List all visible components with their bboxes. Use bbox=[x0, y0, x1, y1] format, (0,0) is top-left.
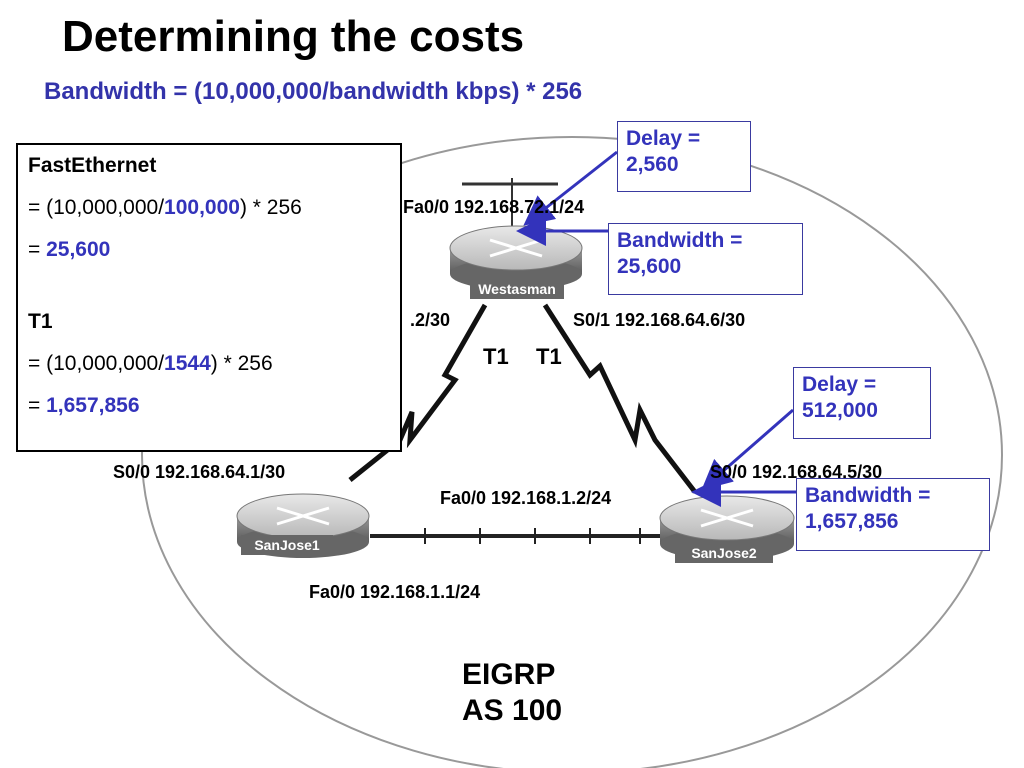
fastethernet-result: = 25,600 bbox=[28, 238, 111, 261]
router-label-sanjose2: SanJose2 bbox=[675, 543, 773, 563]
westasman-lan-segment bbox=[462, 178, 558, 232]
callout-delay-sanjose2: Delay = 512,000 bbox=[793, 367, 931, 439]
fastethernet-heading: FastEthernet bbox=[28, 154, 157, 177]
router-label-sanjose1: SanJose1 bbox=[241, 535, 333, 555]
sanjose2-fa0-label: Fa0/0 192.168.1.2/24 bbox=[440, 488, 612, 508]
bandwidth-formula: Bandwidth = (10,000,000/bandwidth kbps) … bbox=[44, 78, 583, 105]
westasman-s01-label: S0/1 192.168.64.6/30 bbox=[573, 310, 746, 330]
westasman-fa0-label: Fa0/0 192.168.72.1/24 bbox=[403, 197, 585, 217]
router-sanjose2 bbox=[659, 495, 795, 560]
t1-link-right bbox=[542, 303, 697, 494]
t1-result: = 1,657,856 bbox=[28, 394, 140, 417]
callout-delay-westasman: Delay = 2,560 bbox=[617, 121, 751, 192]
eigrp-as-label: EIGRP AS 100 bbox=[462, 658, 563, 727]
westasman-s00-label: .2/30 bbox=[410, 310, 451, 330]
cost-calculation-box: FastEthernet = (10,000,000/100,000) * 25… bbox=[16, 143, 402, 452]
t1-left-label: T1 bbox=[483, 344, 509, 369]
callout-bandwidth-sanjose2: Bandwidth = 1,657,856 bbox=[796, 478, 990, 551]
arrow-delay-right bbox=[701, 408, 794, 490]
fastethernet-formula: = (10,000,000/100,000) * 256 bbox=[28, 196, 302, 219]
sanjose2-s00-label: S0/0 192.168.64.5/30 bbox=[710, 462, 883, 482]
sanjose-lan-segment bbox=[370, 528, 660, 544]
sanjose1-s00-label: S0/0 192.168.64.1/30 bbox=[113, 462, 286, 482]
t1-heading: T1 bbox=[28, 310, 53, 333]
arrow-delay-top bbox=[523, 150, 618, 226]
t1-formula: = (10,000,000/1544) * 256 bbox=[28, 352, 273, 375]
slide-title: Determining the costs bbox=[62, 12, 525, 61]
sanjose1-fa0-label: Fa0/0 192.168.1.1/24 bbox=[309, 582, 481, 602]
eigrp-domain-ellipse bbox=[141, 136, 1003, 768]
router-label-westasman: Westasman bbox=[470, 279, 564, 299]
callout-bandwidth-westasman: Bandwidth = 25,600 bbox=[608, 223, 803, 295]
t1-right-label: T1 bbox=[536, 344, 562, 369]
